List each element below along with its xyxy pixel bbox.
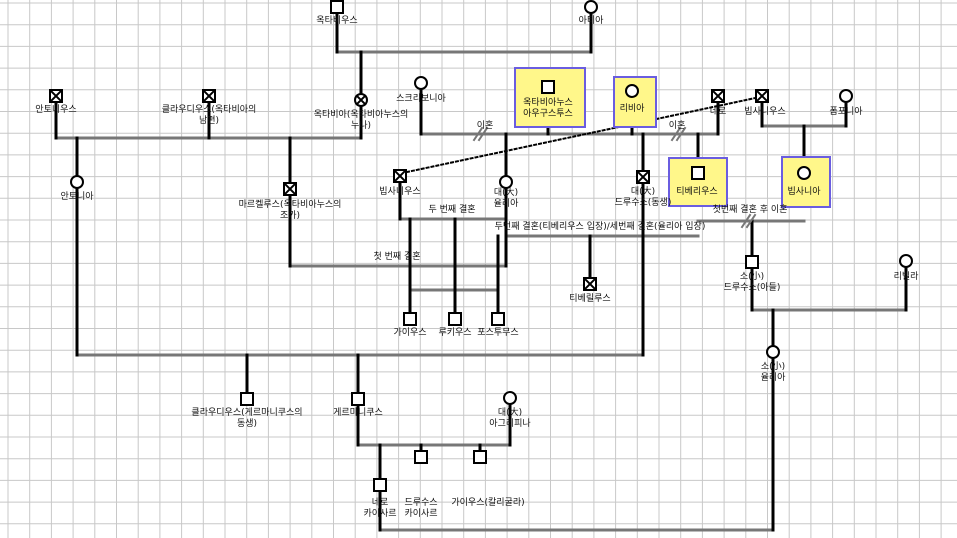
scribonia-label: 스크리보니아 xyxy=(396,94,446,104)
octavius-label: 옥타비우스 xyxy=(316,16,358,26)
male-symbol xyxy=(745,255,759,269)
deceased-female-symbol xyxy=(354,93,368,107)
claudius-label: 클라우디우스(게르마니쿠스의 동생) xyxy=(191,408,303,429)
male-symbol xyxy=(691,166,705,180)
claudius-marcellus-label: 클라우디우스(옥타비아의 남편) xyxy=(161,105,257,126)
vipsanius-label: 빕사니우스 xyxy=(744,107,786,117)
agrippina-label: 대(大) 아그리피나 xyxy=(489,408,531,429)
dotted-link xyxy=(405,95,762,174)
first-marriage-marcellus-label: 첫 번째 결혼 xyxy=(373,252,421,262)
first-marriage-divorce-label: 첫번째 결혼 후 이혼 xyxy=(712,205,788,215)
tiberillus-label: 티베릴루스 xyxy=(569,294,611,304)
female-symbol xyxy=(899,254,913,268)
female-symbol xyxy=(70,175,84,189)
divorce-label-nero: 이혼 xyxy=(668,121,686,131)
germanicus-label: 게르마니쿠스 xyxy=(333,408,383,418)
male-symbol xyxy=(541,80,555,94)
male-symbol xyxy=(351,392,365,406)
vipsania-highlight xyxy=(781,156,831,208)
nero-label: 네로 xyxy=(709,107,727,117)
augustus-highlight xyxy=(514,67,586,128)
tiberius-highlight xyxy=(668,157,728,207)
deceased-male-symbol xyxy=(711,89,725,103)
julia-younger-label: 소(小) 율리아 xyxy=(760,362,786,383)
tiberius-label: 티베리우스 xyxy=(676,187,718,197)
drusus-elder-label: 대(大) 드루수스(동생) xyxy=(614,187,672,208)
female-symbol xyxy=(499,175,513,189)
male-symbol xyxy=(373,478,387,492)
female-symbol xyxy=(839,89,853,103)
lucius-label: 루키우스 xyxy=(438,328,472,338)
female-symbol xyxy=(797,166,811,180)
deceased-male-symbol xyxy=(49,89,63,103)
divorce-label-scribonia: 이혼 xyxy=(476,121,494,131)
vipsanius2-label: 빕사니우스 xyxy=(379,187,421,197)
male-symbol xyxy=(491,312,505,326)
livilla-label: 리빌라 xyxy=(893,272,919,282)
male-symbol xyxy=(414,450,428,464)
deceased-male-symbol xyxy=(202,89,216,103)
male-symbol xyxy=(403,312,417,326)
female-symbol xyxy=(503,391,517,405)
deceased-male-symbol xyxy=(583,277,597,291)
deceased-male-symbol xyxy=(755,89,769,103)
drusus-caesar-label: 드루수스 카이사르 xyxy=(404,498,438,519)
antonius-label: 안토니우스 xyxy=(35,105,77,115)
vipsania-label: 빕사니아 xyxy=(787,187,821,197)
male-symbol xyxy=(240,392,254,406)
antonia-label: 안토니아 xyxy=(60,192,94,202)
female-symbol xyxy=(584,0,598,14)
pomponia-label: 폼포니아 xyxy=(829,107,863,117)
postumus-label: 포스투무스 xyxy=(477,328,519,338)
drusus-younger-label: 소(小) 드루수스(아들) xyxy=(723,272,781,293)
male-symbol xyxy=(330,0,344,14)
deceased-male-symbol xyxy=(283,182,297,196)
deceased-male-symbol xyxy=(393,169,407,183)
augustus-label: 옥타비아누스 아우구스투스 xyxy=(523,98,573,119)
caligula-label: 가이우스(칼리굴라) xyxy=(451,498,525,508)
male-symbol xyxy=(448,312,462,326)
marcellus-label: 마르켈루스(옥타비아누스의 조카) xyxy=(238,200,342,221)
nero-caesar-label: 네로 카이사르 xyxy=(363,498,397,519)
livia-label: 리비아 xyxy=(619,104,645,114)
tiberius-marriages-label: 두번째 결혼(티베리우스 입장)/세번째 결혼(율리아 입장) xyxy=(494,222,706,232)
deceased-male-symbol xyxy=(636,170,650,184)
octavia-label: 옥타비아(옥타비아누스의 누나) xyxy=(313,110,409,131)
relation-lines xyxy=(54,12,908,532)
atia-label: 아티아 xyxy=(578,16,604,26)
female-symbol xyxy=(414,76,428,90)
female-symbol xyxy=(625,84,639,98)
second-marriage-label: 두 번째 결혼 xyxy=(428,205,476,215)
male-symbol xyxy=(473,450,487,464)
female-symbol xyxy=(766,345,780,359)
gaius-label: 가이우스 xyxy=(393,328,427,338)
julia-elder-label: 대(大) 율리아 xyxy=(493,188,519,209)
